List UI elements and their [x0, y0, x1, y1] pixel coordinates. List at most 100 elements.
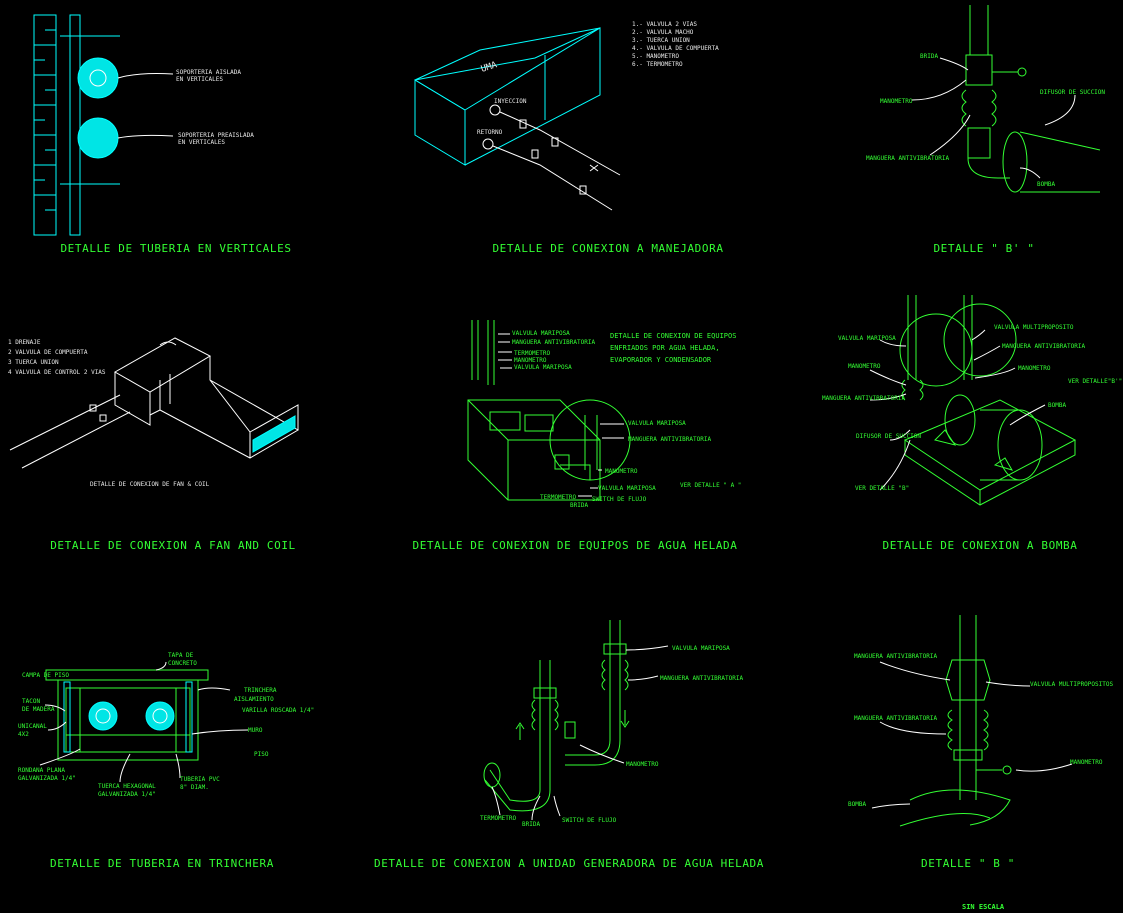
- label-gen-sw: SWITCH DE FLUJO: [562, 817, 617, 824]
- uma-label: UMA: [480, 60, 499, 75]
- caption-fancoil: DETALLE DE CONEXION A FAN AND COIL: [50, 539, 296, 552]
- label-tr-cama: CAMPA DE PISO: [22, 672, 69, 679]
- label-difusor: DIFUSOR DE SUCCION: [1040, 89, 1105, 96]
- legend-f-2: 2 VALVULA DE COMPUERTA: [8, 349, 88, 356]
- label-tr-uni1: UNICANAL: [18, 723, 47, 730]
- label-tr-tapa2: CONCRETO: [168, 660, 197, 667]
- legend-m-1: 1.- VALVULA 2 VIAS: [632, 21, 697, 28]
- label-ah-n2: MANOMETRO: [605, 468, 638, 475]
- legend-f-1: 1 DRENAJE: [8, 339, 41, 346]
- label-tr-trinchera: TRINCHERA: [244, 687, 277, 694]
- trinchera-pipe-1: [88, 701, 118, 731]
- legend-m-3: 3.- TUERCA UNION: [632, 37, 690, 44]
- label-inyeccion: INYECCION: [494, 98, 527, 105]
- label-ah-m2: MANGUERA ANTIVIBRATORIA: [628, 436, 711, 443]
- label-soporteria-preaislada: SOPORTERIA PREAISLADA: [178, 132, 254, 139]
- label-bo-ma2: MANGUERA ANTIVIBRATORIA: [822, 395, 905, 402]
- label-soporteria-aislada: SOPORTERIA AISLADA: [176, 69, 241, 76]
- panel-agua-helada: VALVULA MARIPOSA MANGUERA ANTIVIBRATORIA…: [467, 320, 741, 509]
- trinchera-pipe-2: [145, 701, 175, 731]
- label-tr-aisl: AISLAMIENTO: [234, 696, 274, 703]
- panel-bomba: VALVULA MARIPOSA VALVULA MULTIPROPOSITO …: [822, 295, 1122, 506]
- label-db-ma1: MANGUERA ANTIVIBRATORIA: [854, 653, 937, 660]
- label-tr-tapa1: TAPA DE: [168, 652, 194, 659]
- panel-tuberia-verticales: SOPORTERIA AISLADA EN VERTICALES SOPORTE…: [33, 14, 254, 236]
- label-ah-v2: VALVULA MARIPOSA: [514, 364, 572, 371]
- legend-f-4: 4 VALVULA DE CONTROL 2 VIAS: [8, 369, 106, 376]
- label-tr-tue2: GALVANIZADA 1/4": [98, 791, 156, 798]
- label-db-man: MANOMETRO: [1070, 759, 1103, 766]
- label-gen-vm: VALVULA MARIPOSA: [672, 645, 730, 652]
- panel-manejadora: UMA INYECCION RETORNO 1.- VALVULA 2 VIAS…: [414, 21, 719, 211]
- label-gen-brida: BRIDA: [522, 821, 540, 828]
- caption-verticales: DETALLE DE TUBERIA EN VERTICALES: [60, 242, 291, 255]
- caption-detalle-b: DETALLE " B ": [921, 857, 1015, 870]
- panel-generadora: VALVULA MARIPOSA MANGUERA ANTIVIBRATORIA…: [480, 620, 743, 828]
- panel-detalle-b-prime: BRIDA MANOMETRO DIFUSOR DE SUCCION MANGU…: [866, 5, 1105, 193]
- label-bo-bomba: BOMBA: [1048, 402, 1066, 409]
- note-ah-2: ENFRIADOS POR AGUA HELADA,: [610, 344, 720, 352]
- label-bomba-b1: BOMBA: [1037, 181, 1055, 188]
- label-bo-man1: MANOMETRO: [848, 363, 881, 370]
- label-tr-ron1: RONDANA PLANA: [18, 767, 65, 774]
- label-bo-man2: MANOMETRO: [1018, 365, 1051, 372]
- legend-m-6: 6.- TERMOMETRO: [632, 61, 683, 68]
- label-manometro-b1: MANOMETRO: [880, 98, 913, 105]
- legend-f-3: 3 TUERCA UNION: [8, 359, 59, 366]
- panel-trinchera: TAPA DE CONCRETO CAMPA DE PISO TRINCHERA…: [18, 652, 314, 798]
- label-tr-muro: MURO: [248, 727, 263, 734]
- label-db-bomba: BOMBA: [848, 801, 866, 808]
- label-bo-ma1: MANGUERA ANTIVIBRATORIA: [1002, 343, 1085, 350]
- label-tr-var: VARILLA ROSCADA 1/4": [242, 707, 314, 714]
- note-ah-1: DETALLE DE CONEXION DE EQUIPOS: [610, 332, 736, 340]
- label-db-ma2: MANGUERA ANTIVIBRATORIA: [854, 715, 937, 722]
- legend-m-2: 2.- VALVULA MACHO: [632, 29, 694, 36]
- label-tr-uni2: 4X2: [18, 731, 29, 738]
- label-gen-man: MANOMETRO: [626, 761, 659, 768]
- legend-m-4: 4.- VALVULA DE COMPUERTA: [632, 45, 719, 52]
- label-ah-t1: TERMOMETRO: [514, 350, 551, 357]
- label-ah-sw: SWITCH DE FLUJO: [592, 496, 647, 503]
- label-ah-n1: MANOMETRO: [514, 357, 547, 364]
- caption-agua-helada: DETALLE DE CONEXION DE EQUIPOS DE AGUA H…: [412, 539, 737, 552]
- label-gen-term: TERMOMETRO: [480, 815, 517, 822]
- label-tr-tac1: TACON: [22, 698, 40, 705]
- label-en-verticales-2: EN VERTICALES: [178, 139, 225, 146]
- label-tr-tue1: TUERCA HEXAGONAL: [98, 783, 156, 790]
- pipe-aislada: [77, 57, 119, 99]
- caption-detalle-b-prime: DETALLE " B' ": [933, 242, 1034, 255]
- scale-note: SIN ESCALA: [962, 903, 1005, 911]
- fancoil-filter: [252, 415, 296, 453]
- label-bo-vmp: VALVULA MULTIPROPOSITO: [994, 324, 1074, 331]
- label-brida: BRIDA: [920, 53, 938, 60]
- label-ah-v4: VALVULA MARIPOSA: [598, 485, 656, 492]
- label-bo-vd2: VER DETALLE "B": [855, 485, 909, 492]
- caption-generadora: DETALLE DE CONEXION A UNIDAD GENERADORA …: [374, 857, 764, 870]
- label-retorno: RETORNO: [477, 129, 503, 136]
- label-tr-tub1: TUBERIA PVC: [180, 776, 220, 783]
- label-bo-difusor: DIFUSOR DE SUCCION: [856, 433, 921, 440]
- label-ah-t2: TERMOMETRO: [540, 494, 577, 501]
- label-tr-ron2: GALVANIZADA 1/4": [18, 775, 76, 782]
- label-ah-br: BRIDA: [570, 502, 588, 509]
- label-ah-ver: VER DETALLE " A ": [680, 482, 741, 489]
- label-gen-ma: MANGUERA ANTIVIBRATORIA: [660, 675, 743, 682]
- panel-detalle-b: MANGUERA ANTIVIBRATORIA VALVULA MULTIPRO…: [848, 615, 1113, 827]
- pipe-preaislada: [77, 117, 119, 159]
- label-tr-piso: PISO: [254, 751, 269, 758]
- label-bo-vd1: VER DETALLE"B'": [1068, 378, 1122, 385]
- label-db-vmp: VALVULA MULTIPROPOSITOS: [1030, 681, 1113, 688]
- label-tr-tub2: 8" DIAM.: [180, 784, 209, 791]
- label-bo-vm: VALVULA MARIPOSA: [838, 335, 896, 342]
- label-ah-m1: MANGUERA ANTIVIBRATORIA: [512, 339, 595, 346]
- label-ah-v1: VALVULA MARIPOSA: [512, 330, 570, 337]
- legend-m-5: 5.- MANOMETRO: [632, 53, 679, 60]
- panel-fan-coil: 1 DRENAJE 2 VALVULA DE COMPUERTA 3 TUERC…: [8, 337, 300, 488]
- caption-trinchera: DETALLE DE TUBERIA EN TRINCHERA: [50, 857, 274, 870]
- caption-bomba: DETALLE DE CONEXION A BOMBA: [882, 539, 1077, 552]
- fancoil-subtitle: DETALLE DE CONEXION DE FAN & COIL: [90, 481, 210, 488]
- label-manguera-b1: MANGUERA ANTIVIBRATORIA: [866, 155, 949, 162]
- label-en-verticales-1: EN VERTICALES: [176, 76, 223, 83]
- label-tr-tac2: DE MADERA: [22, 706, 55, 713]
